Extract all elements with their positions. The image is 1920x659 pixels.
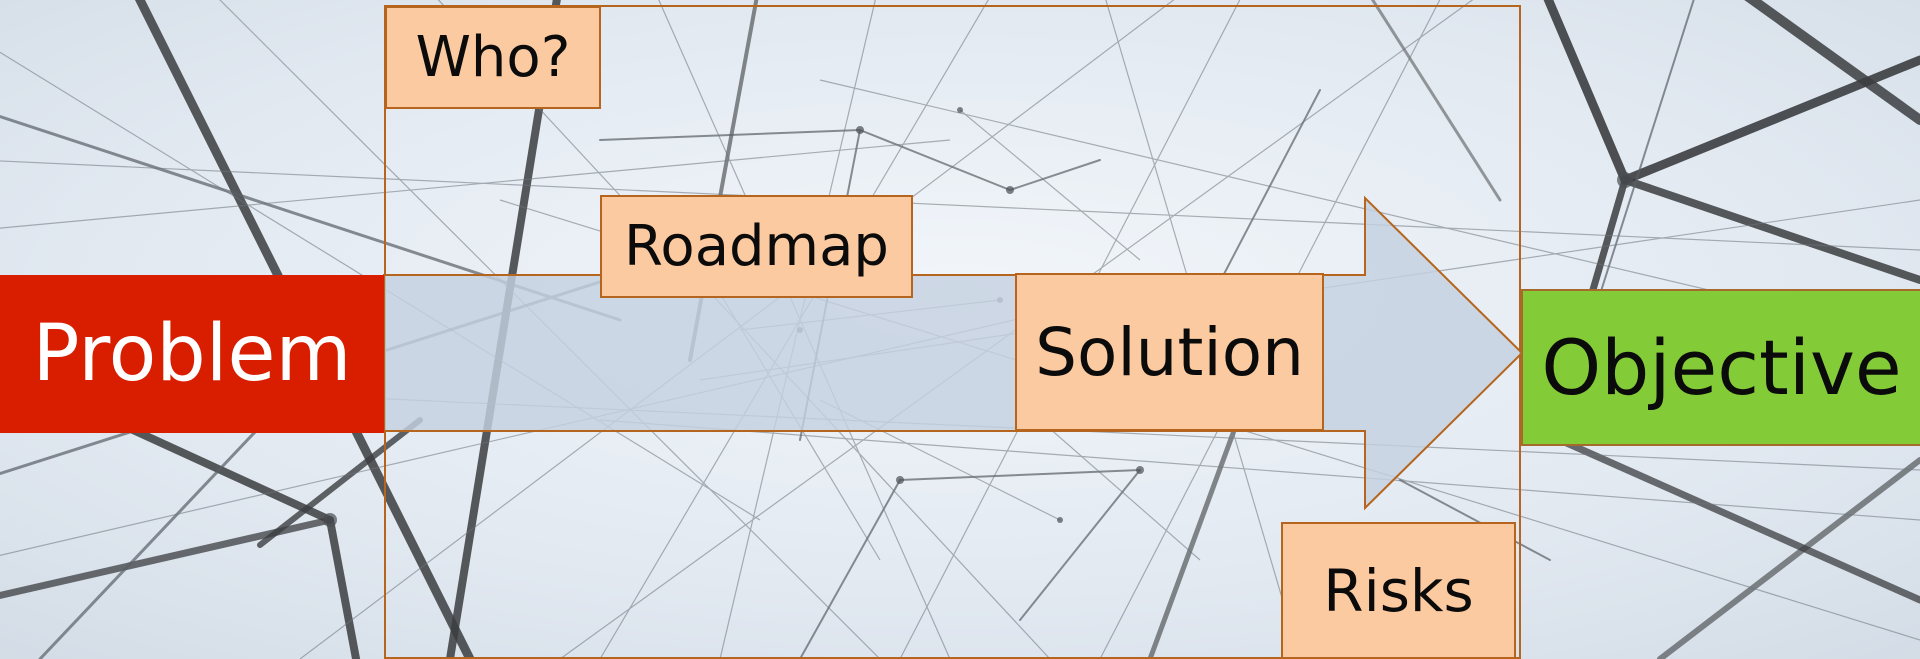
who-label: Who? — [415, 25, 571, 90]
roadmap-label: Roadmap — [624, 214, 889, 279]
objective-label: Objective — [1541, 323, 1902, 412]
problem-label: Problem — [32, 309, 352, 399]
problem-box: Problem — [0, 275, 384, 433]
solution-label: Solution — [1035, 313, 1304, 391]
solution-box: Solution — [1015, 273, 1324, 431]
risks-label: Risks — [1323, 556, 1474, 625]
flow-arrow — [383, 195, 1524, 511]
roadmap-box: Roadmap — [600, 195, 913, 298]
who-box: Who? — [385, 6, 601, 109]
objective-box: Objective — [1521, 289, 1920, 446]
risks-box: Risks — [1281, 522, 1516, 659]
